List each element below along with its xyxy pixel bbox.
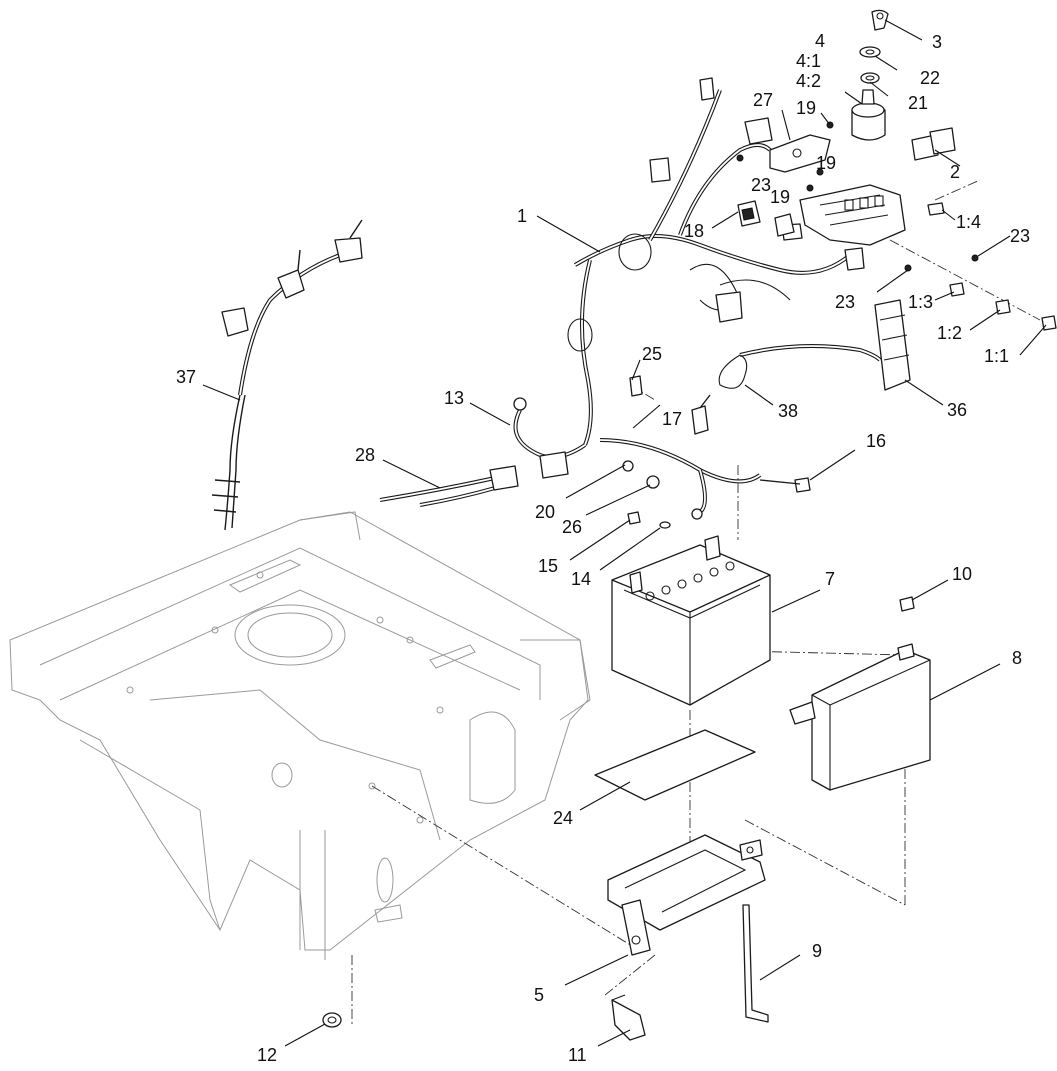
callout-10: 10 (952, 564, 972, 584)
bolt-11 (611, 994, 646, 1041)
callout-4-1: 4:1 (796, 51, 821, 71)
controller-36 (874, 299, 911, 391)
callout-5: 5 (534, 985, 544, 1005)
callout-1: 1 (517, 206, 527, 226)
callout-1-4: 1:4 (956, 212, 981, 232)
leader-lines (202, 19, 1047, 1047)
callout-27: 27 (753, 90, 773, 110)
callout-8: 8 (1012, 648, 1022, 668)
callout-26: 26 (562, 517, 582, 537)
rod-9 (742, 904, 769, 1023)
callout-25: 25 (642, 344, 662, 364)
callout-1-2: 1:2 (937, 323, 962, 343)
nut-12 (322, 1012, 342, 1028)
nut-10 (899, 596, 915, 612)
battery-cover-8 (789, 643, 931, 791)
callout-22: 22 (920, 68, 940, 88)
callout-23-b: 23 (1010, 226, 1030, 246)
assembly-centerlines (351, 179, 1041, 1025)
cables (379, 375, 811, 520)
callout-4-2: 4:2 (796, 71, 821, 91)
callout-37: 37 (176, 367, 196, 387)
battery-7 (611, 535, 771, 706)
callout-21: 21 (908, 93, 928, 113)
relay-18 (737, 200, 795, 237)
callout-3: 3 (932, 32, 942, 52)
battery-hardware (627, 511, 671, 529)
callout-23-a: 23 (751, 175, 771, 195)
callout-20: 20 (535, 502, 555, 522)
callout-19-c: 19 (770, 187, 790, 207)
callout-14: 14 (571, 569, 591, 589)
callout-2: 2 (950, 162, 960, 182)
callout-9: 9 (812, 941, 822, 961)
callout-4: 4 (815, 31, 825, 51)
pad-24 (594, 729, 756, 801)
harness-38 (691, 344, 882, 435)
callout-18: 18 (684, 221, 704, 241)
callout-11: 11 (568, 1045, 587, 1065)
callout-23-c: 23 (835, 292, 855, 312)
callout-38: 38 (778, 401, 798, 421)
harness-37 (211, 219, 363, 531)
bracket-27 (769, 134, 831, 173)
callout-19-a: 19 (796, 98, 816, 118)
callout-16: 16 (866, 431, 886, 451)
callout-17: 17 (662, 409, 682, 429)
callout-13: 13 (444, 388, 464, 408)
main-harness-1 (567, 77, 865, 446)
callout-1-3: 1:3 (908, 292, 933, 312)
callout-15: 15 (538, 556, 558, 576)
relays-2 (911, 127, 956, 161)
fuse-block (799, 184, 906, 246)
callout-19-b: 19 (816, 153, 836, 173)
callout-24: 24 (553, 808, 573, 828)
callout-7: 7 (825, 569, 835, 589)
callout-12: 12 (257, 1045, 277, 1065)
frame-phantom (9, 511, 591, 960)
callout-1-1: 1:1 (984, 346, 1009, 366)
battery-tray-5 (607, 834, 766, 956)
ignition-switch-4 (851, 9, 889, 141)
callout-36: 36 (947, 400, 967, 420)
callout-28: 28 (355, 445, 375, 465)
callout-labels: 1 2 3 4 4:1 4:2 5 7 8 9 10 11 12 13 14 1… (176, 31, 1030, 1065)
